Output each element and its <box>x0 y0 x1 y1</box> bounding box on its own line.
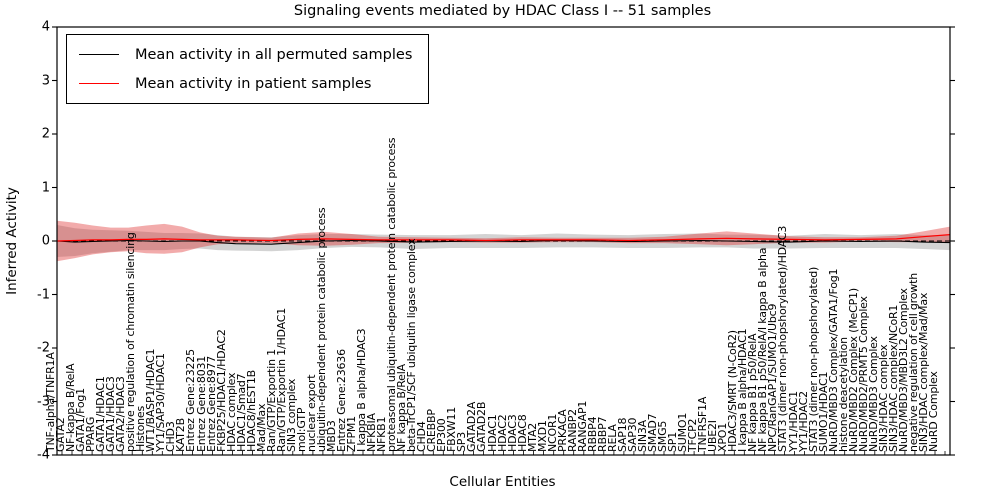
legend-label-permuted: Mean activity in all permuted samples <box>135 46 413 63</box>
legend-entry-permuted: Mean activity in all permuted samples <box>79 40 412 69</box>
y-tick-label: -3 <box>37 394 50 409</box>
x-axis-label: Cellular Entities <box>449 474 556 490</box>
chart-title: Signaling events mediated by HDAC Class … <box>293 3 712 19</box>
x-tick-label: NuRD Complex <box>927 371 940 452</box>
y-tick-label: 4 <box>41 19 50 35</box>
y-tick-label: -2 <box>37 340 50 356</box>
patient-line-swatch <box>79 83 119 84</box>
x-tick-label: ubiquitin-dependent protein catabolic pr… <box>314 207 328 452</box>
y-tick-label: -1 <box>37 287 50 302</box>
y-tick-label: 0 <box>41 233 50 249</box>
y-tick-label: 3 <box>41 73 50 88</box>
permuted-line-swatch <box>79 54 119 55</box>
legend: Mean activity in all permuted samples Me… <box>66 34 430 104</box>
y-tick-label: 1 <box>41 180 50 195</box>
y-tick-label: 2 <box>41 126 50 142</box>
y-tick-label: -4 <box>37 447 50 463</box>
legend-label-patient: Mean activity in patient samples <box>135 75 372 92</box>
legend-entry-patient: Mean activity in patient samples <box>79 69 412 98</box>
x-tick-label: beta-TrCP1/SCF ubiquitin ligase complex <box>405 238 419 452</box>
